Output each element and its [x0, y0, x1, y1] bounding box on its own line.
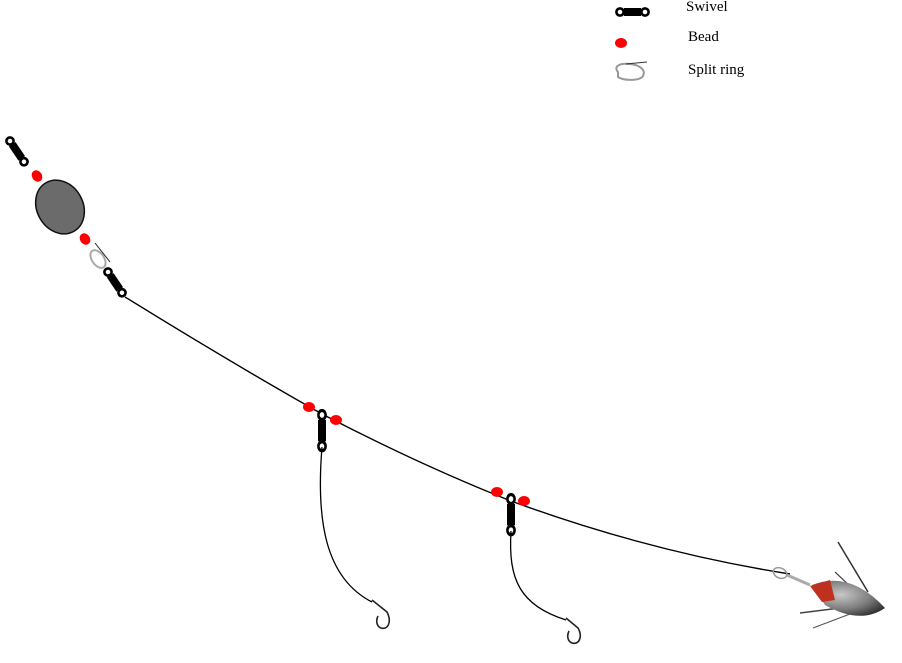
main-line: [124, 296, 791, 575]
bead: [31, 170, 43, 182]
dropper-line: [319, 446, 373, 603]
dropper-swivel: [505, 492, 517, 537]
legend-label-split-ring: Split ring: [688, 62, 745, 78]
bead: [330, 415, 342, 425]
legend-label-swivel: Swivel: [686, 0, 728, 15]
bead-icon: [615, 38, 627, 48]
hook: [565, 617, 581, 645]
legend-label-bead: Bead: [688, 29, 719, 45]
legend: [615, 6, 650, 81]
grapnel-sinker: [772, 541, 885, 629]
dropper-swivel: [316, 408, 328, 453]
dropper-line: [509, 530, 567, 621]
bead: [518, 496, 530, 506]
split-ring-icon: [615, 61, 648, 81]
swivel: [101, 265, 129, 300]
hook: [371, 599, 390, 630]
bead: [79, 233, 91, 245]
bead: [303, 402, 315, 412]
float: [34, 179, 86, 235]
bead: [491, 487, 503, 497]
split-ring: [89, 242, 111, 269]
swivel-icon: [615, 6, 650, 18]
top-swivel: [3, 134, 31, 169]
